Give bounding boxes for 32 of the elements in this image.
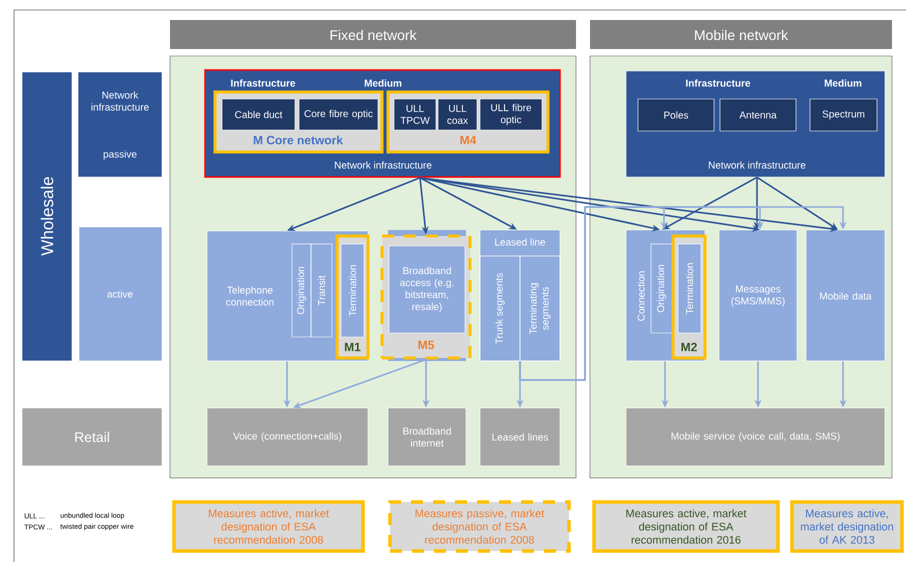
segment-box: Termination	[340, 244, 364, 338]
component-box: Poles	[638, 98, 714, 132]
service-box: Messages (SMS/MMS)	[718, 230, 798, 362]
retail-box: Voice (connection+calls)	[206, 408, 368, 466]
category-box: Retail	[22, 408, 162, 466]
retail-box: Broadband internet	[388, 408, 466, 466]
note-box: Measures passive, market designation of ESA recommendation 2008	[388, 500, 571, 553]
category-box: Network infrastructure passive	[78, 72, 162, 178]
retail-box: Mobile service (voice call, data, SMS)	[626, 408, 886, 466]
component-box: Spectrum	[810, 98, 878, 132]
component-box: Cable duct	[222, 98, 296, 130]
segment-box: Origination	[292, 244, 312, 338]
node-label: Mobile network	[695, 30, 788, 40]
component-box: Antenna	[720, 98, 796, 132]
segment-box: Trunk segments	[480, 256, 520, 362]
category-box: active	[78, 226, 162, 362]
segment-box: Transit	[310, 244, 332, 338]
component-box: Core fibre optic	[298, 98, 378, 130]
component-box: ULL TPCW	[394, 98, 436, 130]
note-box: Measures active, market designation of ESA recommendation 2016	[592, 500, 780, 553]
retail-box: Leased lines	[480, 408, 560, 466]
node-label: Fixed network	[330, 30, 417, 40]
service-box: Broadband access (e.g. bitstream, resale)	[388, 246, 466, 334]
service-box: Mobile data	[806, 230, 886, 362]
component-box: ULL fibre optic	[480, 98, 542, 130]
note-box: Measures active, market designation of ESA recommendation 2008	[172, 500, 365, 553]
note-box: Measures active, market designation of AK 2013	[790, 500, 904, 553]
side-band: Wholesale	[22, 72, 72, 362]
arrow	[519, 206, 847, 381]
component-box: ULL coax	[438, 98, 478, 130]
segment-box: Termination	[678, 244, 702, 334]
segment-box: Terminating segments	[520, 256, 560, 362]
